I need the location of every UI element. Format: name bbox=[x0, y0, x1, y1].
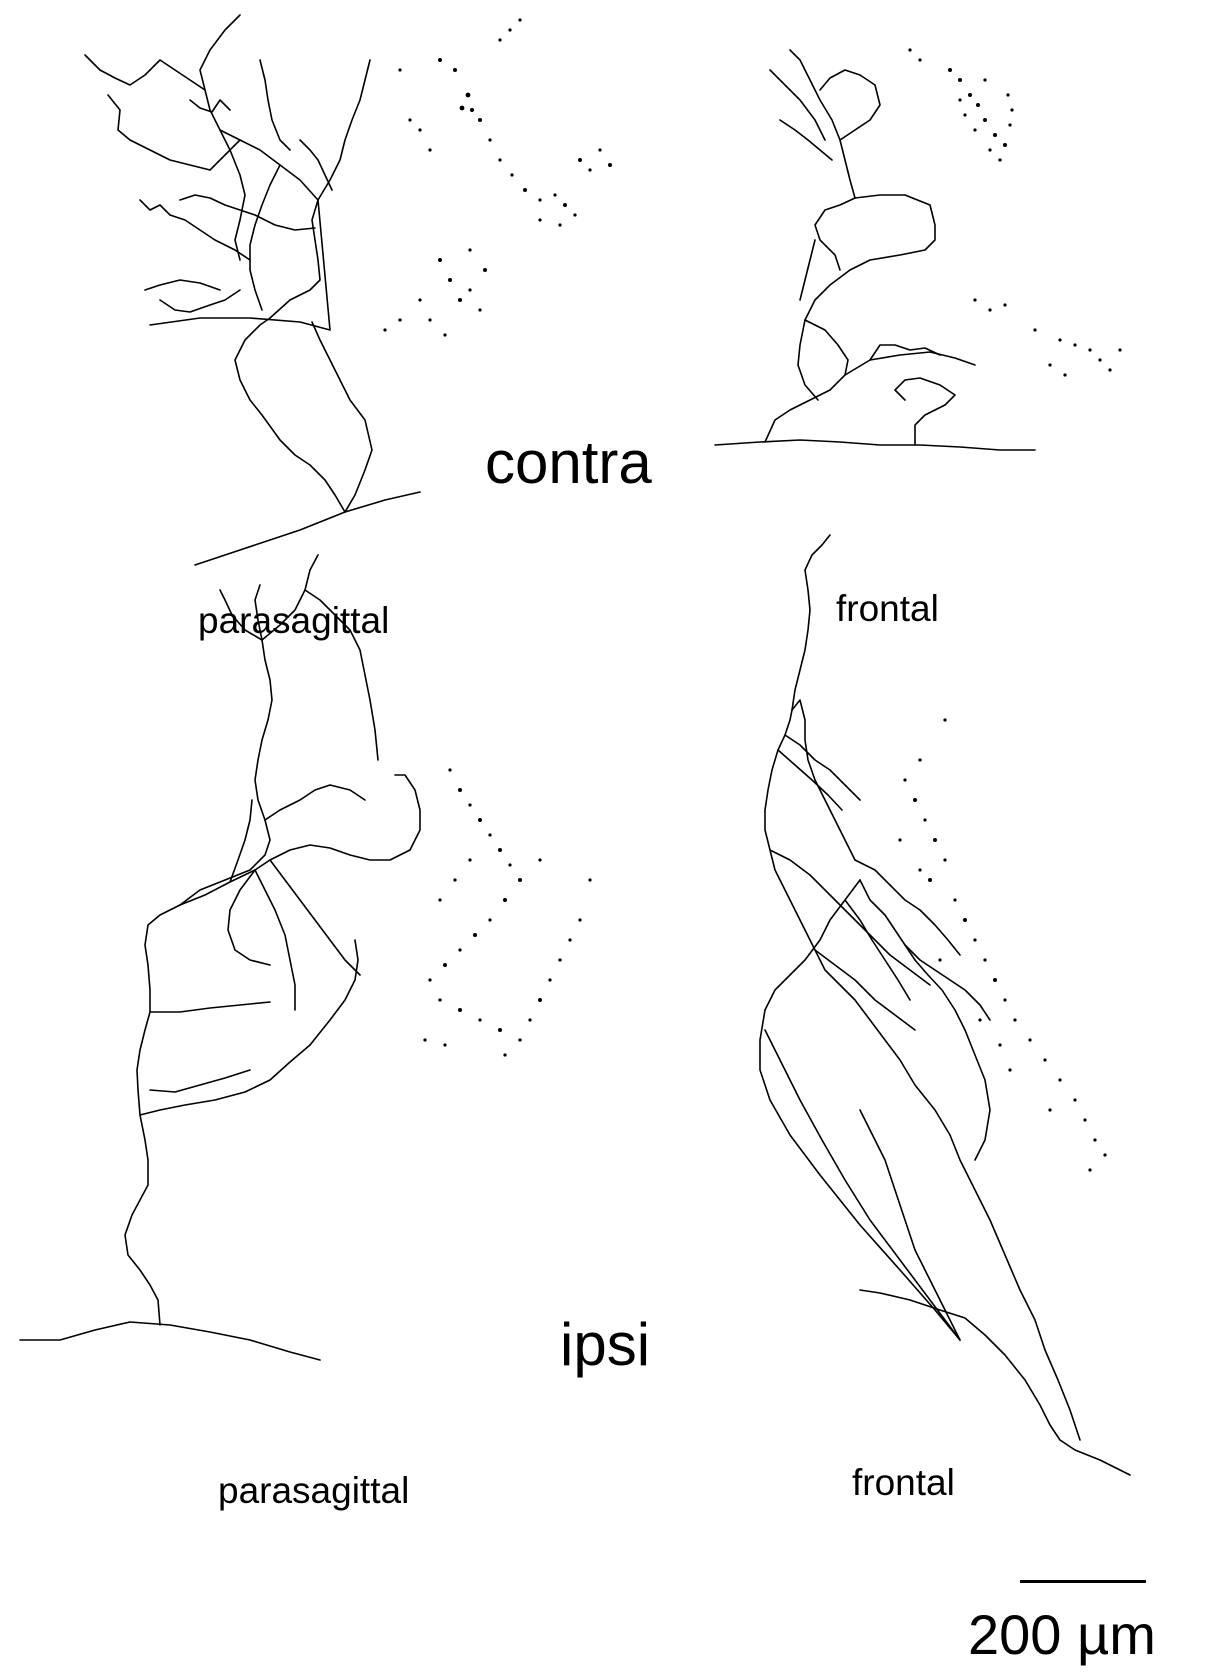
view-label-contra-parasagittal: parasagittal bbox=[198, 600, 389, 642]
view-label-contra-frontal: frontal bbox=[836, 588, 939, 630]
contra-frontal-boutons bbox=[908, 48, 1121, 376]
condition-label-ipsi: ipsi bbox=[560, 1310, 650, 1379]
ipsi-parasagittal-trace bbox=[20, 555, 420, 1360]
contra-frontal-trace bbox=[715, 50, 1035, 450]
ipsi-frontal-trace bbox=[760, 535, 1130, 1475]
view-label-ipsi-parasagittal: parasagittal bbox=[218, 1470, 409, 1512]
ipsi-parasagittal-boutons bbox=[423, 768, 591, 1056]
scale-bar-label: 200 µm bbox=[968, 1602, 1156, 1667]
view-label-ipsi-frontal: frontal bbox=[852, 1462, 955, 1504]
contra-parasagittal-trace bbox=[85, 15, 420, 565]
condition-label-contra: contra bbox=[485, 428, 652, 497]
contra-parasagittal-boutons bbox=[383, 18, 612, 336]
scale-bar bbox=[1020, 1580, 1146, 1583]
